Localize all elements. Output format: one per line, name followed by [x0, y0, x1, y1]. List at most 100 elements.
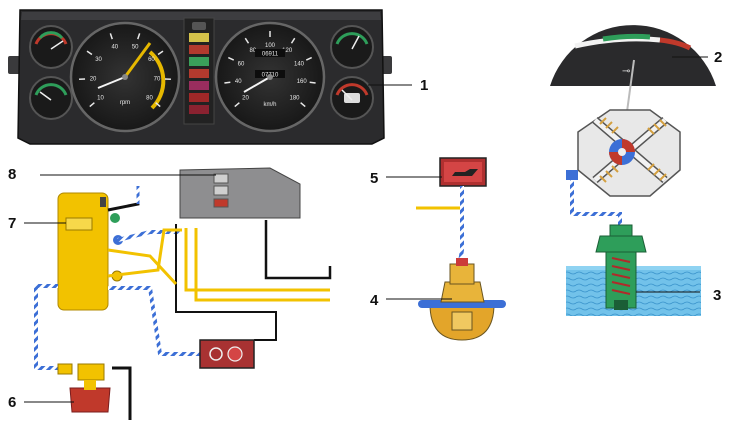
callout-3: 3 — [636, 287, 721, 304]
lamp-red-4 — [189, 93, 209, 102]
lamp-red-1 — [189, 45, 209, 54]
tachometer-tick-label: 40 — [111, 45, 118, 51]
tachometer-tick-label: 30 — [95, 57, 102, 63]
temperature-sender — [595, 224, 647, 310]
callout-1-label: 1 — [420, 77, 428, 94]
speedometer-tick-label: 120 — [282, 48, 293, 54]
speedometer-unit: km/h — [263, 102, 276, 108]
connector-lamp-top — [213, 173, 229, 184]
callout-4: 4 — [370, 292, 452, 309]
connector-lamp-red — [213, 198, 229, 208]
callout-8-label: 8 — [8, 166, 16, 183]
speedometer-tick — [227, 56, 235, 61]
warning-lamp-column — [183, 17, 215, 125]
cluster-bezel-top — [21, 12, 381, 20]
callout-8: 8 — [8, 166, 216, 183]
small-gauge-bottom-left — [29, 76, 73, 120]
level-switch-body — [69, 387, 111, 413]
terminal-green — [110, 213, 120, 223]
tachometer-tick-label: 20 — [90, 77, 97, 83]
callout-7-label: 7 — [8, 215, 16, 232]
speedometer-tick — [300, 102, 306, 108]
tachometer-unit: rpm — [120, 100, 130, 106]
speedometer-tick-labels: 20 40 60 80 100 120 140 160 180 — [235, 43, 307, 102]
gauge-red-arc — [659, 37, 692, 51]
tachometer-tick-label: 50 — [132, 45, 139, 51]
speedometer-tick-label: 60 — [238, 61, 245, 67]
fuse-element — [65, 217, 93, 231]
speedometer-needle — [243, 76, 271, 93]
tachometer-tick-label: 60 — [148, 57, 155, 63]
gauge-mechanism — [577, 109, 681, 197]
sender-hex-nut — [595, 235, 647, 253]
speedometer-tick — [244, 37, 250, 44]
lamp-red-3 — [189, 81, 209, 90]
tachometer-tick — [155, 102, 161, 108]
speedometer-tick-label: 160 — [297, 79, 308, 85]
sender-coil — [611, 257, 631, 295]
temperature-signal-wire — [570, 178, 622, 230]
instrument-cluster: 10 20 30 40 50 60 70 80 rpm 20 40 60 80 100 120 140 16… — [8, 9, 392, 145]
tachometer-red-zone — [148, 50, 166, 110]
oil-signal-wire — [458, 186, 464, 263]
tachometer: 10 20 30 40 50 60 70 80 rpm — [69, 21, 181, 133]
tachometer-tick — [89, 102, 95, 108]
brake-warning-lamp — [199, 339, 255, 369]
tachometer-tick-label: 80 — [146, 96, 153, 102]
tachometer-warning-needle — [123, 42, 152, 78]
callout-5: 5 — [370, 170, 442, 187]
tachometer-needle — [97, 76, 126, 89]
speedometer-hub — [267, 74, 273, 80]
callout-5-label: 5 — [370, 170, 378, 187]
lamp-yellow — [189, 33, 209, 42]
mechanism-coils — [599, 117, 667, 183]
oil-lamp-feed-wire — [416, 186, 464, 210]
tachometer-tick-labels: 10 20 30 40 50 60 70 80 — [90, 45, 161, 102]
speedometer-ticks — [224, 31, 316, 108]
small-gauge-bottom-right — [330, 76, 374, 120]
speedometer-tick — [290, 37, 296, 44]
callout-4-label: 4 — [370, 292, 379, 309]
speedometer-tick — [224, 81, 231, 84]
tachometer-tick-label: 10 — [97, 96, 104, 102]
speedometer-tick-label: 140 — [294, 61, 305, 67]
speedometer-tick-label: 100 — [265, 43, 276, 49]
tachometer-ticks — [79, 33, 171, 108]
callout-2-label: 2 — [714, 49, 722, 66]
thermometer-icon: ⊸ — [622, 66, 630, 77]
callout-3-label: 3 — [713, 287, 721, 304]
speedometer-tick-label: 80 — [249, 48, 256, 54]
oil-pressure-sender — [418, 258, 506, 341]
wiring — [34, 186, 332, 420]
sender-body — [605, 251, 637, 309]
instrument-cluster-connector — [179, 167, 301, 219]
lamp-green — [189, 57, 209, 66]
tachometer-tick-label: 70 — [154, 77, 161, 83]
connector-lamp-mid — [213, 185, 229, 196]
tachometer-tick — [109, 33, 113, 40]
speedometer-tick — [234, 102, 240, 108]
tachometer-tick — [137, 33, 141, 40]
lamp-red-2 — [189, 69, 209, 78]
callout-7: 7 — [8, 215, 66, 232]
gauge-green-arc — [602, 33, 651, 42]
brake-icon — [209, 347, 223, 361]
odometer-readout: 06911 — [262, 52, 279, 58]
speedometer-tick-label: 20 — [242, 96, 249, 102]
tachometer-tick — [86, 50, 93, 56]
oil-pressure-lamp — [439, 157, 487, 187]
speedometer-tick — [309, 81, 316, 84]
callout-6-label: 6 — [8, 394, 16, 411]
level-switch — [57, 363, 111, 413]
speedometer-tick-label: 180 — [290, 96, 301, 102]
callout-6: 6 — [8, 394, 74, 411]
tachometer-tick — [157, 50, 164, 56]
lamp-red-5 — [189, 105, 209, 114]
temperature-gauge: ⊸ — [550, 25, 716, 157]
small-gauge-top-right — [330, 25, 374, 69]
small-gauge-top-left — [29, 25, 73, 69]
speedometer-tick-label: 40 — [235, 79, 242, 85]
